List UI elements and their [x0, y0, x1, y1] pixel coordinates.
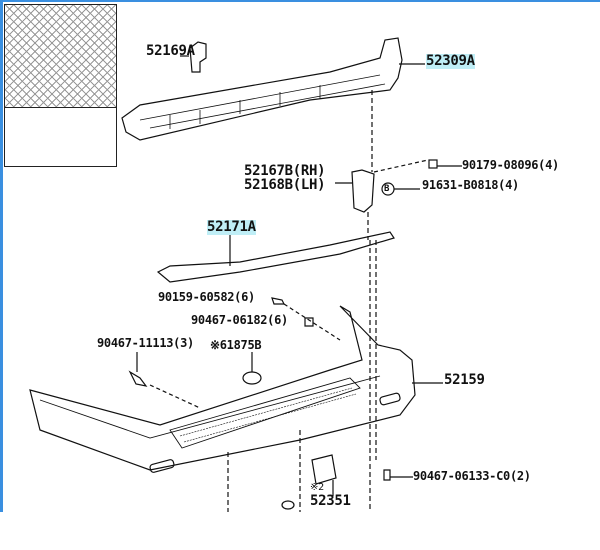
- part-label-90467-06182[interactable]: 90467-06182(6): [191, 313, 288, 327]
- part-90467-11113-shape: [128, 370, 148, 387]
- part-61875B-shape: [242, 371, 262, 385]
- part-label-61875B[interactable]: ※61875B: [210, 338, 262, 352]
- part-52351-shape: [311, 454, 337, 485]
- overview-thumbnail[interactable]: [4, 4, 117, 167]
- part-label-90467-06133-C0[interactable]: 90467-06133-C0(2): [413, 469, 531, 483]
- part-90467-06133-shape: [383, 469, 391, 481]
- part-label-91631-B0818[interactable]: 91631-B0818(4): [422, 178, 519, 192]
- part-label-52159[interactable]: 52159: [444, 372, 485, 388]
- part-label-52169A[interactable]: 52169A: [146, 43, 195, 59]
- callout-b-label: B: [384, 184, 390, 194]
- part-90467-06182-shape: [304, 317, 314, 327]
- part-52169A-shape: [189, 41, 207, 73]
- window-frame-left: [0, 0, 3, 512]
- note-mark-2: ※2: [310, 482, 324, 493]
- part-label-52309A[interactable]: 52309A: [426, 53, 475, 69]
- part-label-90467-11113[interactable]: 90467-11113(3): [97, 336, 194, 350]
- part-label-52168B[interactable]: 52168B(LH): [244, 177, 326, 193]
- part-52167B-shape: [351, 169, 375, 213]
- window-frame-top: [0, 0, 600, 2]
- part-label-52171A[interactable]: 52171A: [207, 219, 256, 235]
- part-label-90179-08096[interactable]: 90179-08096(4): [462, 158, 559, 172]
- part-52171A-shape: [156, 231, 395, 283]
- part-90159-60582-shape: [271, 297, 285, 305]
- part-label-52167B[interactable]: 52167B(RH): [244, 163, 326, 179]
- part-label-90159-60582[interactable]: 90159-60582(6): [158, 290, 255, 304]
- thumbnail-hatched-area: [5, 5, 116, 108]
- part-52309A-shape: [121, 37, 403, 141]
- part-label-52351[interactable]: 52351: [310, 493, 351, 509]
- part-52159-shape: [29, 305, 416, 471]
